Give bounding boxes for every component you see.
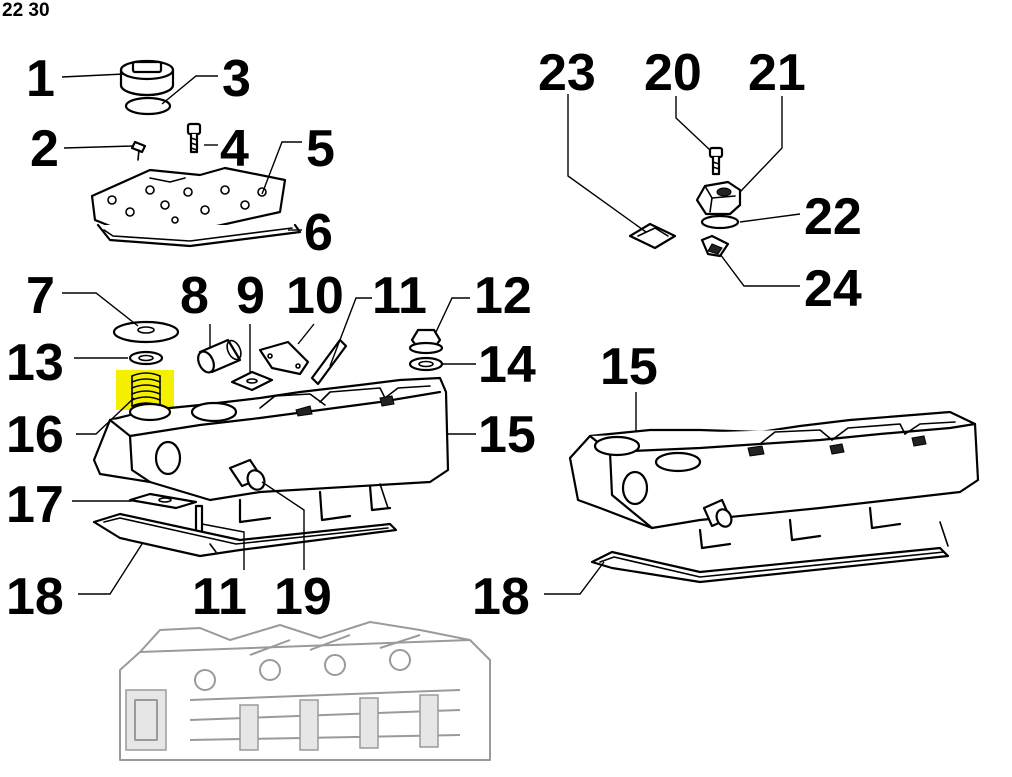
- locating-pin-top: [310, 338, 348, 386]
- rocker-cover-right: [568, 410, 980, 550]
- callout-15-right: 15: [600, 338, 658, 396]
- callout-21: 21: [748, 44, 806, 102]
- callout-10: 10: [286, 267, 344, 325]
- breather-clip: [700, 234, 730, 258]
- callout-13: 13: [6, 334, 64, 392]
- injector-sleeve: [197, 338, 242, 374]
- callout-9: 9: [236, 267, 265, 325]
- callout-23: 23: [538, 44, 596, 102]
- breather-body: [695, 180, 742, 216]
- plate-gasket: [96, 223, 302, 248]
- cap-o-ring: [124, 96, 172, 116]
- callout-24: 24: [804, 260, 862, 318]
- callout-14: 14: [478, 336, 536, 394]
- callout-18-right: 18: [472, 568, 530, 626]
- callout-11-bottom: 11: [192, 568, 247, 626]
- cap-nut-washer: [408, 356, 444, 372]
- oil-filler-cap: [119, 59, 175, 97]
- callout-18-left: 18: [6, 568, 64, 626]
- breather-seal: [700, 214, 740, 230]
- small-screw: [130, 140, 147, 161]
- bolt: [186, 122, 202, 154]
- cap-nut: [408, 328, 444, 355]
- callout-16: 16: [6, 406, 64, 464]
- callout-1: 1: [26, 50, 55, 108]
- callout-2: 2: [30, 120, 59, 178]
- callout-6: 6: [304, 204, 333, 262]
- callout-15-left: 15: [478, 406, 536, 464]
- cap-disk: [112, 320, 180, 344]
- callout-8: 8: [180, 267, 209, 325]
- rocker-cover-left: [92, 376, 450, 524]
- engine-block-ghost: [119, 621, 491, 761]
- fitting-right: [702, 498, 733, 528]
- callout-5: 5: [306, 120, 335, 178]
- gasket-plate-17: [128, 492, 198, 510]
- callout-20: 20: [644, 44, 702, 102]
- locating-pin-bottom: [194, 504, 204, 534]
- small-gasket: [230, 370, 274, 392]
- cover-plate-small: [258, 340, 310, 376]
- callout-11-top: 11: [372, 267, 427, 325]
- page-code: 22 30: [2, 0, 50, 21]
- callout-19: 19: [274, 568, 332, 626]
- breather-gasket: [628, 222, 677, 250]
- cover-gasket-right: [590, 546, 950, 584]
- fitting: [228, 458, 266, 491]
- cover-plate: [90, 166, 287, 234]
- leader-lines: [61, 73, 801, 595]
- callout-12: 12: [474, 267, 532, 325]
- spring-washer: [128, 350, 164, 366]
- callout-4: 4: [220, 120, 249, 178]
- callout-3: 3: [222, 50, 251, 108]
- callout-22: 22: [804, 188, 862, 246]
- callout-17: 17: [6, 476, 64, 534]
- cover-gasket-left: [92, 512, 398, 558]
- callout-7: 7: [26, 267, 55, 325]
- callout-numbers: 1 3 2 4 5 6 7 8 9 10 11 12 13 14 16 15 1…: [6, 44, 862, 626]
- breather-screw: [708, 146, 724, 176]
